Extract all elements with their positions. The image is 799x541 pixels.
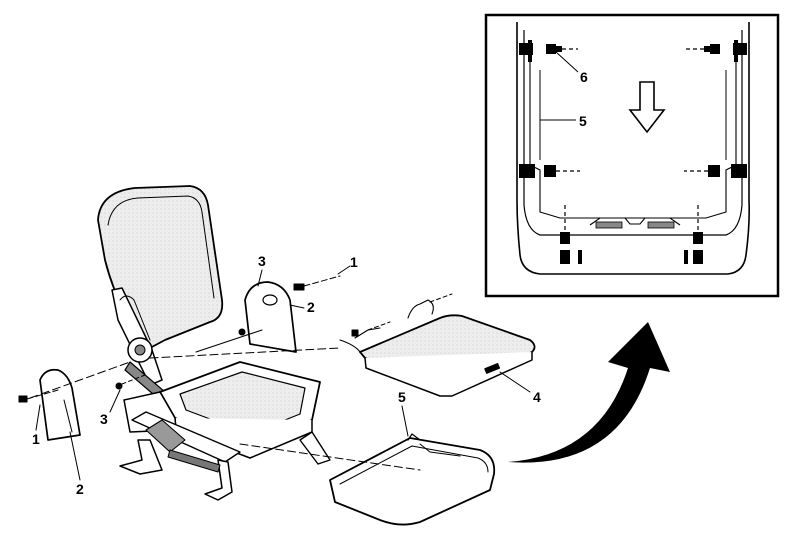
fastener-top-right xyxy=(686,43,747,55)
callout-5-inset: 5 xyxy=(579,113,587,129)
callout-4: 4 xyxy=(533,389,541,405)
callout-5-main: 5 xyxy=(398,389,406,405)
down-arrow-icon xyxy=(628,81,666,134)
screw-left xyxy=(115,374,146,390)
callout-2-right: 2 xyxy=(307,299,315,315)
callout-2-left: 2 xyxy=(76,481,84,497)
screw-right xyxy=(238,328,246,336)
fastener-mid-right xyxy=(684,164,747,178)
main-exploded-view xyxy=(18,185,536,526)
callout-3-left: 3 xyxy=(100,411,108,427)
fastener-mid-left xyxy=(519,164,580,178)
callout-1-right: 1 xyxy=(350,254,358,270)
curved-arrow-icon xyxy=(508,322,670,463)
fastener-bottom-right xyxy=(684,205,703,264)
bolt-right xyxy=(293,275,341,291)
fastener-top-left xyxy=(519,43,578,55)
callout-1-left: 1 xyxy=(32,431,40,447)
callout-6: 6 xyxy=(580,69,588,85)
fastener-bottom-left xyxy=(560,205,582,264)
inset-detail-view xyxy=(484,13,780,298)
callout-3-right: 3 xyxy=(258,253,266,269)
